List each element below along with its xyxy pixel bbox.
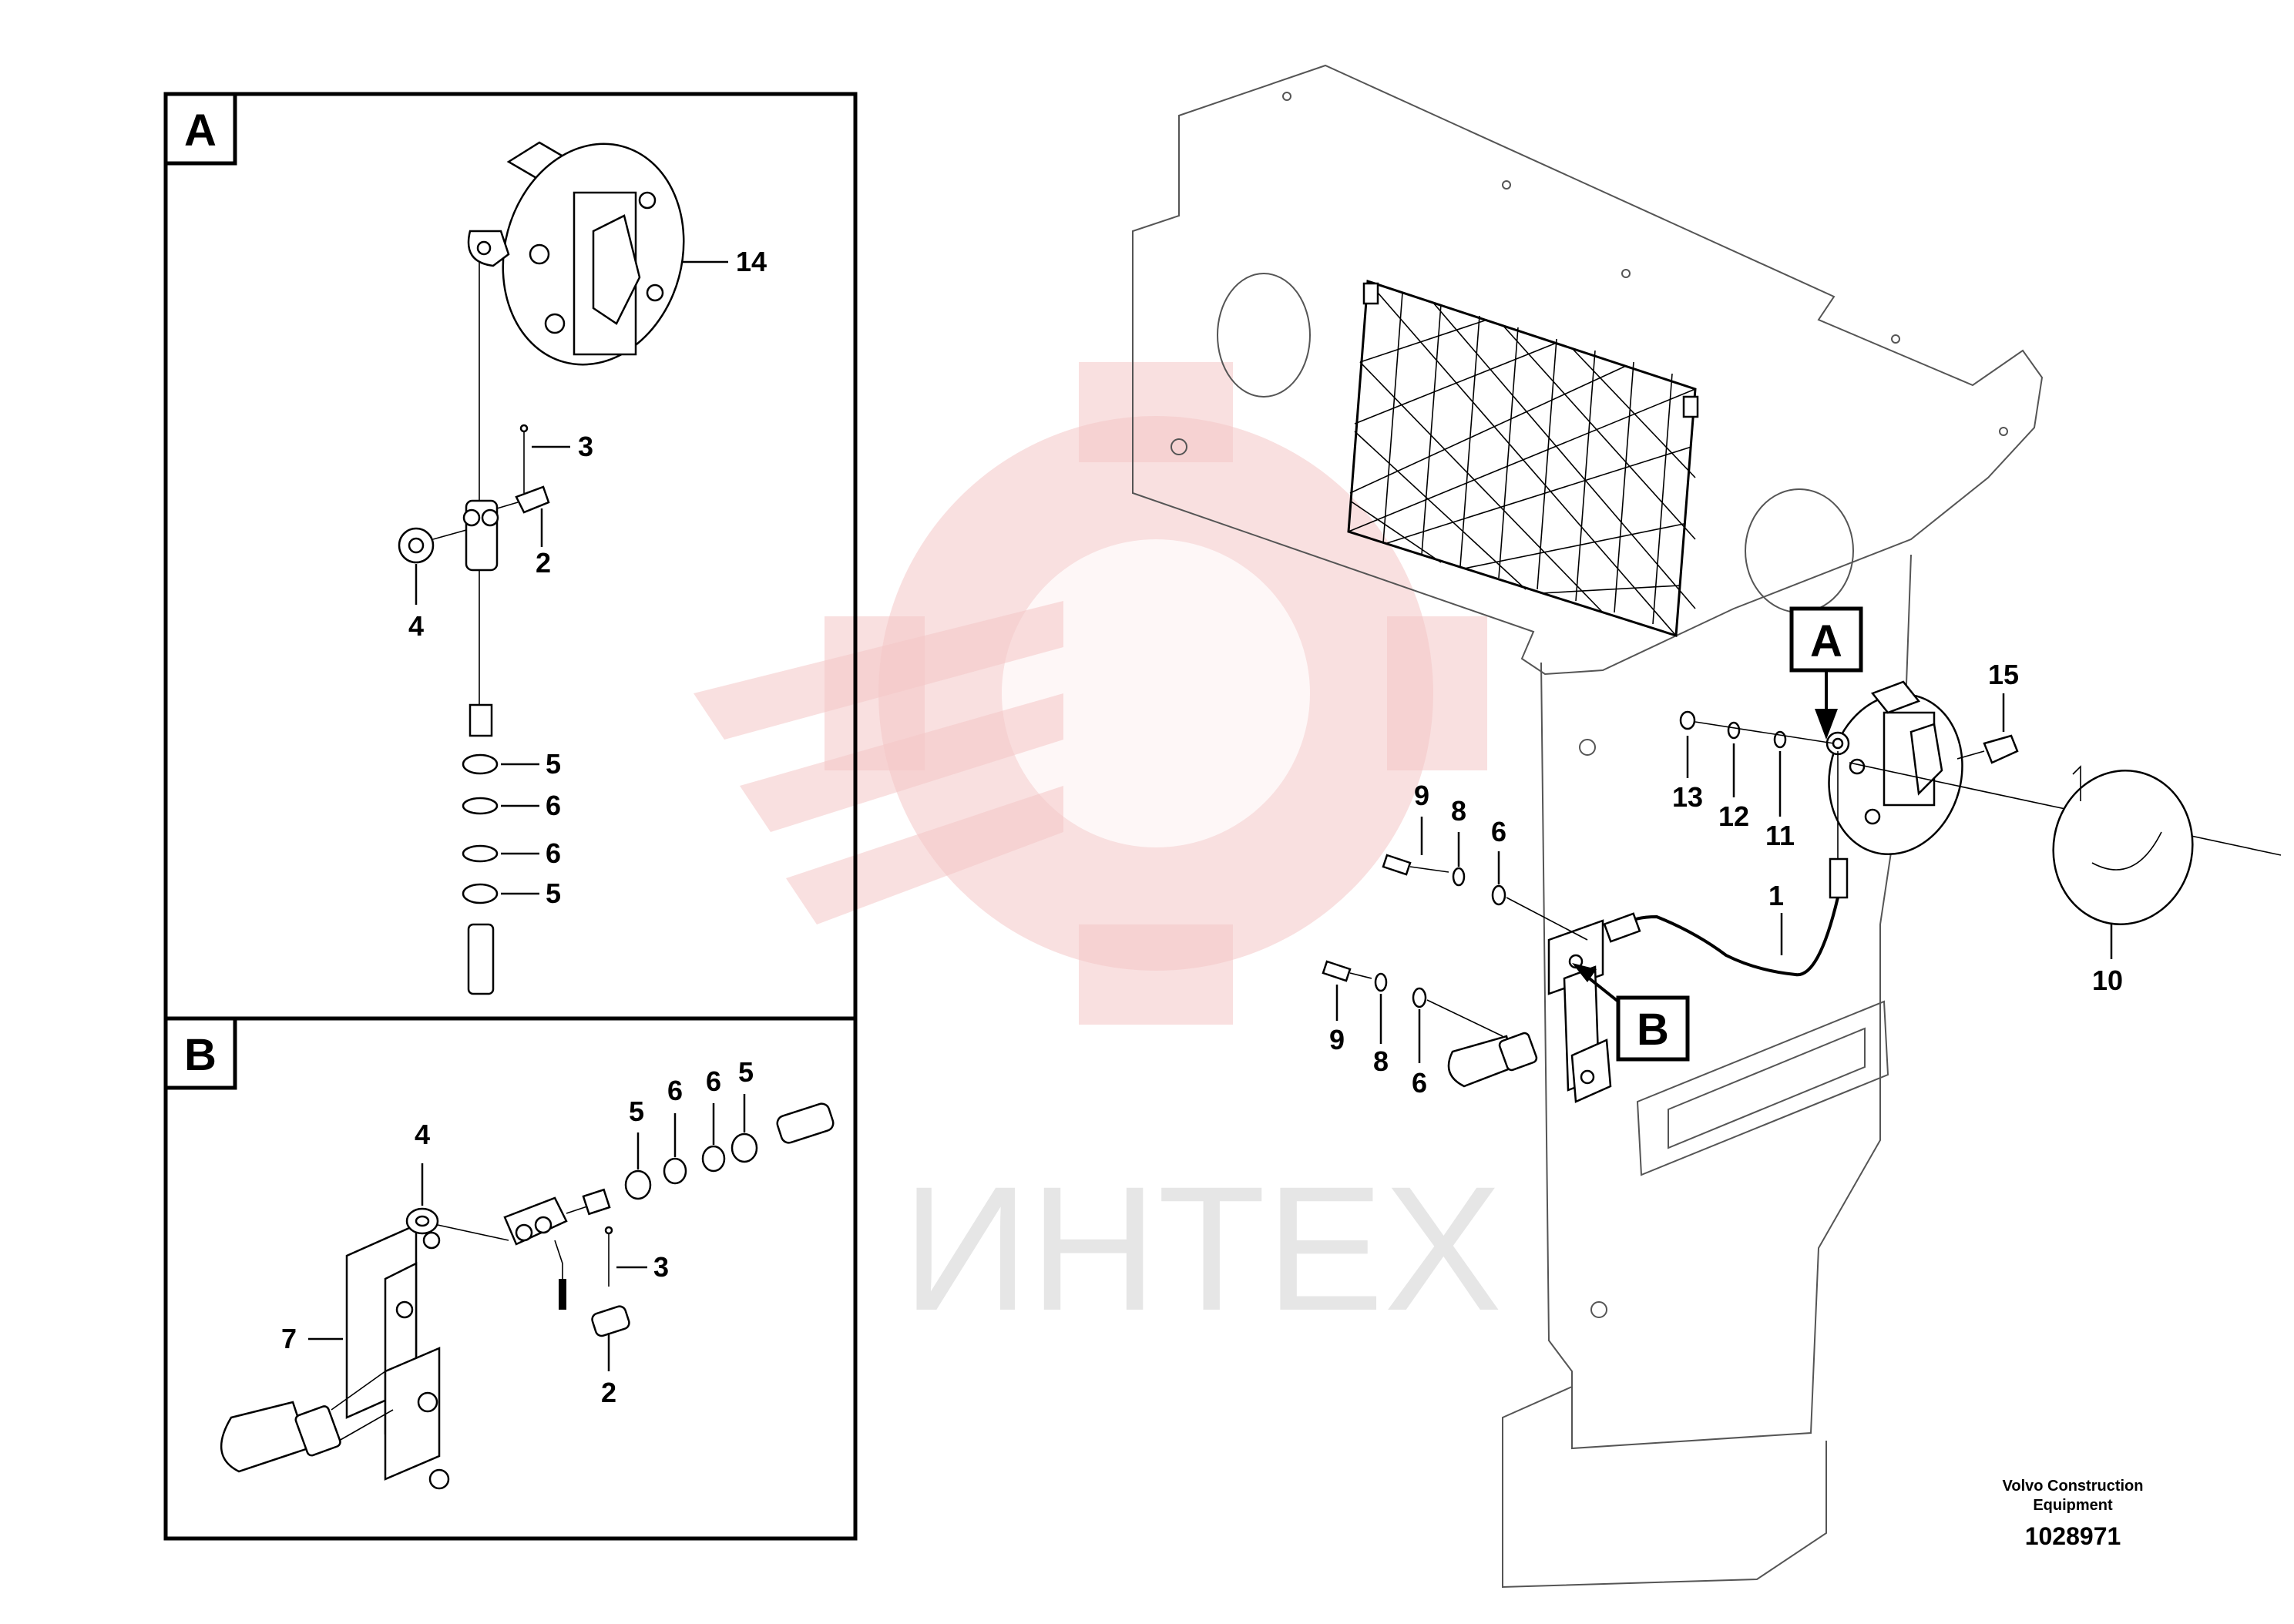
main-callout-15: 15 — [1988, 659, 2019, 690]
detail-b-callout-7: 7 — [281, 1323, 297, 1354]
main-cab-panel — [1132, 64, 2044, 1589]
main-bolt-15 — [1956, 734, 2019, 764]
main-latch-a — [1825, 680, 2282, 899]
main-label-a: A — [1810, 616, 1842, 666]
main-hardware-9-8-6-upper — [1382, 854, 1588, 941]
main-label-b: B — [1637, 1005, 1669, 1055]
main-callout-8b: 8 — [1373, 1045, 1389, 1077]
main-label-b-box — [1616, 995, 1690, 1062]
main-callout-1: 1 — [1768, 880, 1784, 911]
detail-b-handle-bracket — [220, 1207, 509, 1490]
detail-a-callout-14: 14 — [736, 246, 767, 277]
main-cap-10 — [2052, 765, 2194, 925]
main-handle-bracket-b — [1447, 919, 1612, 1103]
detail-b-callout-6b: 6 — [706, 1065, 721, 1097]
footer-drawing-number: 1028971 — [2025, 1522, 2121, 1550]
main-callout-9a: 9 — [1414, 780, 1429, 811]
footer-company-line1: Volvo Construction — [2003, 1478, 2144, 1495]
main-hardware-13-11 — [1679, 710, 1835, 749]
detail-b-callout-5a: 5 — [629, 1096, 644, 1127]
detail-b-frame: B — [163, 1016, 858, 1541]
main-callout-11: 11 — [1765, 820, 1795, 851]
main-callout-6b: 6 — [1412, 1067, 1427, 1099]
main-callout-8a: 8 — [1451, 795, 1466, 827]
main-label-a-box — [1789, 606, 1863, 673]
main-callout-10: 10 — [2092, 965, 2123, 996]
detail-b-callout-6a: 6 — [667, 1075, 683, 1106]
detail-a-callout-6a: 6 — [546, 790, 561, 821]
main-callout-12: 12 — [1718, 800, 1749, 832]
watermark-text: ИНТЕХ — [902, 1149, 1503, 1347]
main-callout-6a: 6 — [1491, 816, 1506, 847]
detail-a-callout-3: 3 — [578, 431, 593, 462]
detail-a-callout-5a: 5 — [546, 748, 561, 780]
detail-a-cable-assembly — [398, 262, 550, 995]
detail-a-latch-plate — [467, 141, 685, 366]
detail-a-callout-2: 2 — [536, 547, 551, 579]
detail-b-clevis-stack — [503, 1102, 835, 1337]
detail-b-callout-5b: 5 — [738, 1056, 754, 1088]
detail-a-callout-5b: 5 — [546, 877, 561, 909]
main-callout-13: 13 — [1672, 781, 1703, 813]
detail-b-callout-3: 3 — [653, 1251, 669, 1283]
main-cable-1 — [1624, 897, 1839, 977]
detail-b-callout-2: 2 — [601, 1377, 616, 1408]
detail-b-callout-4: 4 — [415, 1119, 430, 1150]
main-hardware-9-8-6-lower — [1322, 960, 1503, 1037]
detail-a-label: A — [184, 106, 217, 156]
detail-a-callout-4: 4 — [408, 610, 424, 642]
detail-b-label: B — [184, 1030, 217, 1080]
main-callout-9b: 9 — [1329, 1024, 1345, 1055]
watermark-logo — [694, 362, 1487, 1025]
main-net-grille — [1347, 279, 1699, 638]
detail-a-callout-6b: 6 — [546, 837, 561, 869]
detail-a-frame: A — [163, 92, 858, 1021]
footer-company-line2: Equipment — [2033, 1497, 2113, 1514]
